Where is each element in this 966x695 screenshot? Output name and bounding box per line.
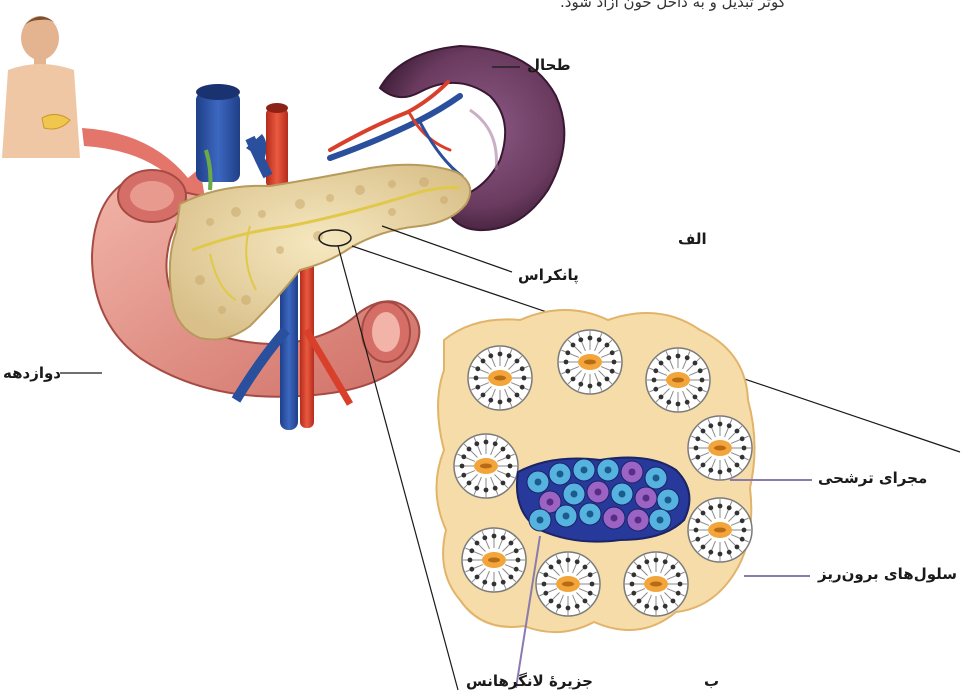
acinus: [558, 330, 622, 394]
acinus: [462, 528, 526, 592]
label-spleen: طحال: [527, 56, 571, 74]
acinus: [688, 498, 752, 562]
label-islet-of-langerhans: جزیرهٔ لانگرهانس: [466, 672, 593, 690]
acinus: [688, 416, 752, 480]
tissue-section: [436, 310, 754, 632]
acinus: [468, 346, 532, 410]
pancreas: [170, 165, 470, 340]
acinus: [536, 552, 600, 616]
islet-of-langerhans: [517, 458, 690, 542]
acinus: [646, 348, 710, 412]
label-pancreas: پانکراس: [518, 266, 579, 284]
label-duodenum: دوازدهه: [3, 364, 61, 382]
label-secretory-duct: مجرای ترشحی: [818, 469, 927, 487]
acinus: [454, 434, 518, 498]
label-exocrine-cells: سلول‌های برون‌ریز: [818, 565, 957, 583]
body-figure: [2, 16, 80, 158]
label-alef: الف: [678, 230, 707, 248]
acinus: [624, 552, 688, 616]
label-be: ب: [704, 672, 719, 690]
